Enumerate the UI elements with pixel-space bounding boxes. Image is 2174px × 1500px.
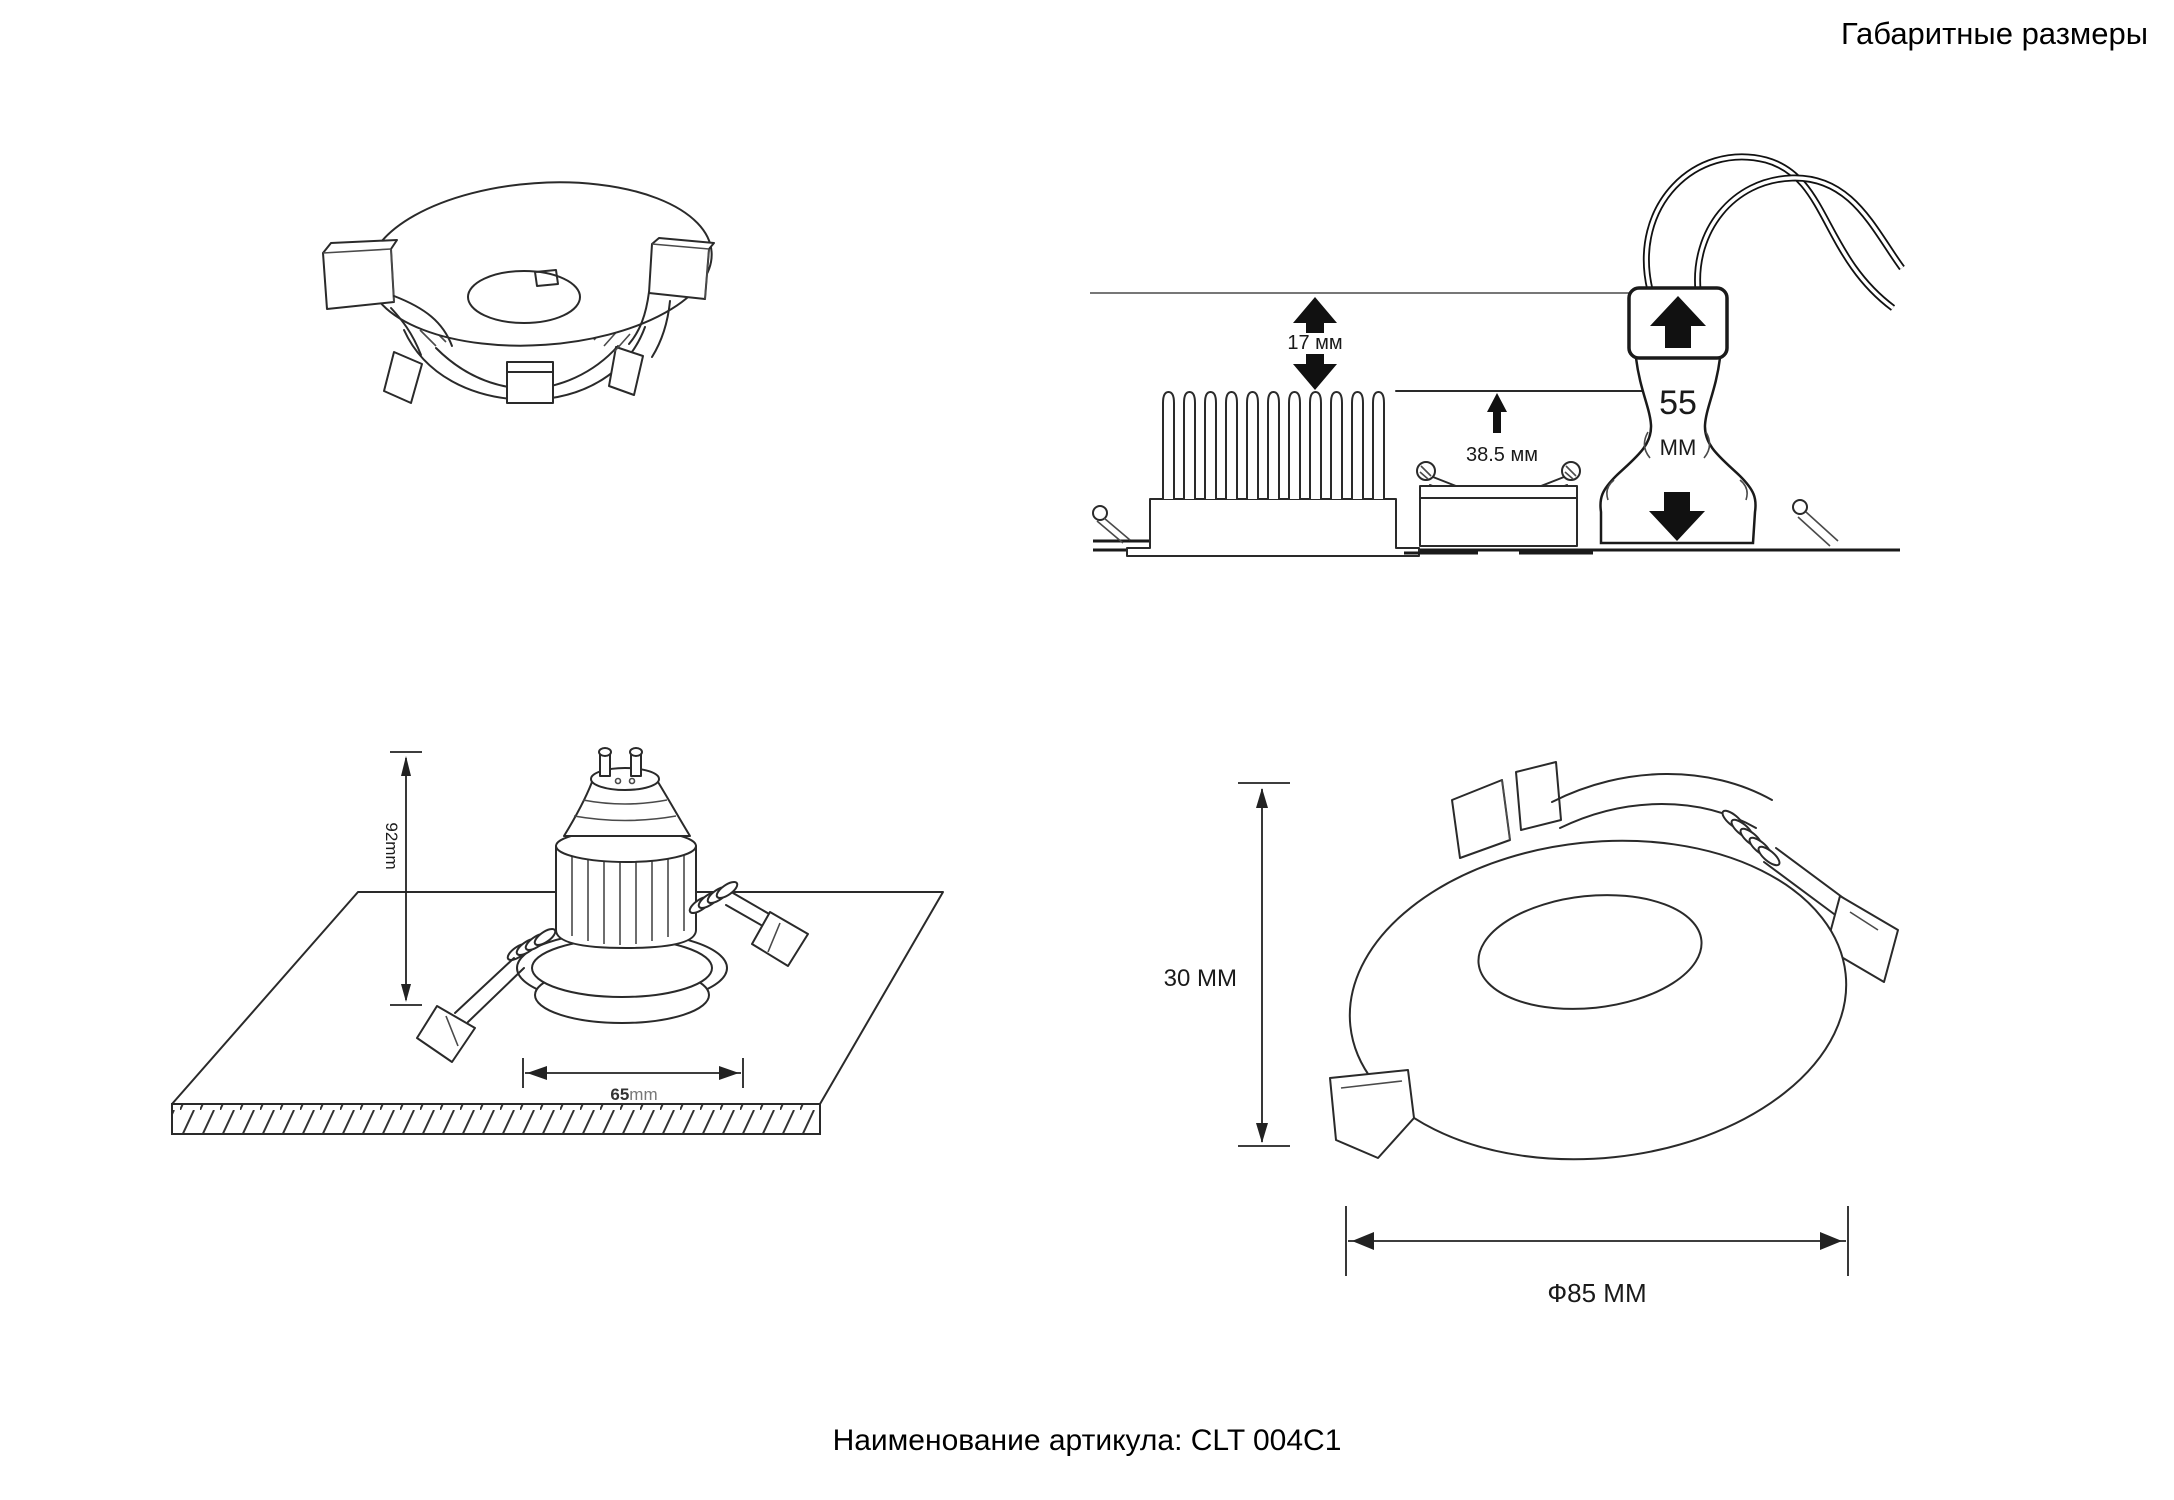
left-arrow-icon [527,1066,547,1080]
wires [1642,153,1905,311]
dim-recess-depth: 17 мм [1287,297,1343,390]
dim-label-55: 55 [1659,384,1697,422]
up-arrow-icon [1650,296,1706,348]
dim-label-55-unit: ММ [1660,435,1697,460]
dim-label-30mm: 30 ММ [1164,965,1237,992]
view-perspective-trim [322,181,715,404]
trim-foot-right [608,346,644,396]
dim-visible-height: 30 ММ [1164,782,1290,1147]
fixture-cage-body [555,845,697,949]
down-arrow-icon [1649,492,1705,541]
right-arrow-icon [719,1066,739,1080]
dim-label-92mm: 92mm [382,822,401,869]
spring-clip-left [416,927,557,1063]
paddle-right [751,911,809,967]
dim-protrusion: 38.5 мм [1395,390,1684,466]
front-spring-clip [1721,809,1899,983]
spring-clip-right [688,880,809,967]
trim-foot-center [506,361,554,404]
clip-right-icon [1792,499,1808,515]
mounting-can [1404,461,1593,555]
trim-hole [467,270,581,324]
can-body [1419,485,1578,547]
dim-label-17mm: 17 мм [1287,332,1342,354]
front-outer-ring [1348,839,1848,1161]
lamp-body [1599,356,1757,545]
front-tab-1 [1451,779,1511,859]
dim-outer-diameter: Ф85 ММ [1345,1206,1849,1308]
front-tab-2 [1515,761,1562,831]
fixture-side [416,747,809,1063]
down-arrow-icon [1256,1123,1268,1143]
view-cross-section: 17 мм 38.5 мм [1090,153,1905,557]
right-arrow-icon [1820,1232,1842,1250]
tab-right-arm [628,291,671,358]
dim-label-38-5mm: 38.5 мм [1466,444,1538,466]
dim-label-65mm: 65mm [610,1085,657,1104]
view-mounted-side: 92mm 65mm [171,747,944,1135]
heatsink-fins [1162,391,1385,500]
page-title: Габаритные размеры [1840,16,2148,51]
view-front: 30 ММ Ф85 ММ [1164,761,1899,1308]
trim-hole-notch [534,269,559,287]
tab-left-arm [390,295,453,356]
trim-foot-left [383,351,423,404]
down-arrow-icon [1293,354,1337,390]
up-arrow-icon [1256,788,1268,808]
fixture-cage-ribs [571,848,685,945]
front-hole [1477,894,1703,1010]
front-tab-bottom-left [1329,1069,1415,1159]
paddle-left [416,1005,476,1063]
lamp-silhouette: 55 ММ [1599,286,1757,545]
dim-label-85mm: Ф85 ММ [1547,1278,1646,1308]
down-arrow-icon [401,984,411,1002]
dim-cutout-width: 65mm [522,1058,744,1104]
article-name-label: Наименование артикула: CLT 004C1 [832,1424,1342,1457]
up-arrow-icon [1293,297,1337,333]
dim-total-height: 92mm [382,751,422,1006]
clip-left-icon [1092,505,1108,521]
up-arrow-icon [401,756,411,776]
heatsink-body [1126,498,1420,557]
left-arrow-icon [1352,1232,1374,1250]
up-arrow-icon [1487,393,1507,433]
panel-front-face [171,1103,821,1135]
